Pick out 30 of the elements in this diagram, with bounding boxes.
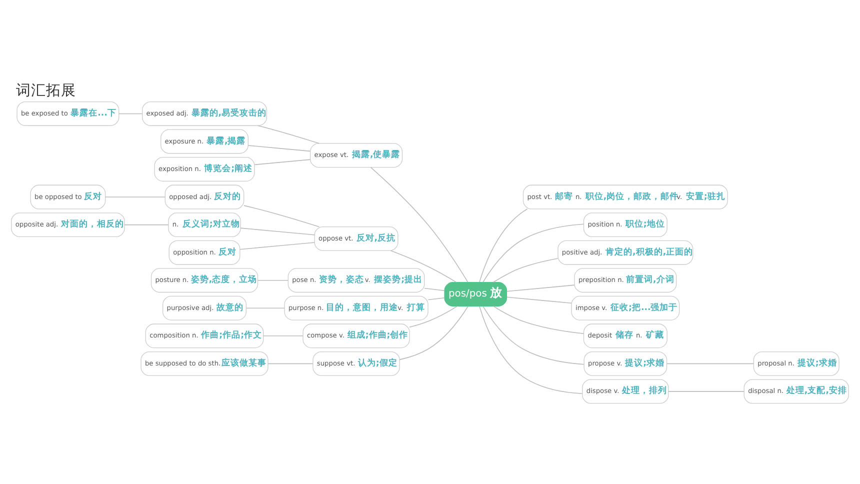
connector xyxy=(246,308,285,309)
connector xyxy=(268,363,314,364)
connector xyxy=(666,363,754,364)
connector xyxy=(409,306,458,328)
connector xyxy=(104,196,166,198)
connector xyxy=(248,145,311,152)
connector xyxy=(668,391,744,392)
connector xyxy=(244,205,320,228)
connector xyxy=(482,306,584,365)
connector xyxy=(240,242,315,250)
connector xyxy=(506,296,572,304)
connector xyxy=(370,167,468,283)
diagram-title: 词汇拓展 xyxy=(16,82,76,99)
connector xyxy=(257,125,320,144)
connector xyxy=(428,297,445,300)
connector xyxy=(506,284,575,292)
connector xyxy=(124,224,169,226)
connector xyxy=(482,224,584,283)
connector xyxy=(479,306,583,394)
connector xyxy=(254,159,311,166)
connector xyxy=(479,208,528,282)
connector xyxy=(492,258,558,283)
connector xyxy=(257,280,288,281)
node-box: pos/pos 放 xyxy=(444,282,508,306)
connector xyxy=(399,306,468,360)
connector xyxy=(390,250,457,283)
connector xyxy=(240,228,315,236)
connector xyxy=(118,113,143,114)
connector xyxy=(424,288,445,292)
connector xyxy=(492,306,584,334)
